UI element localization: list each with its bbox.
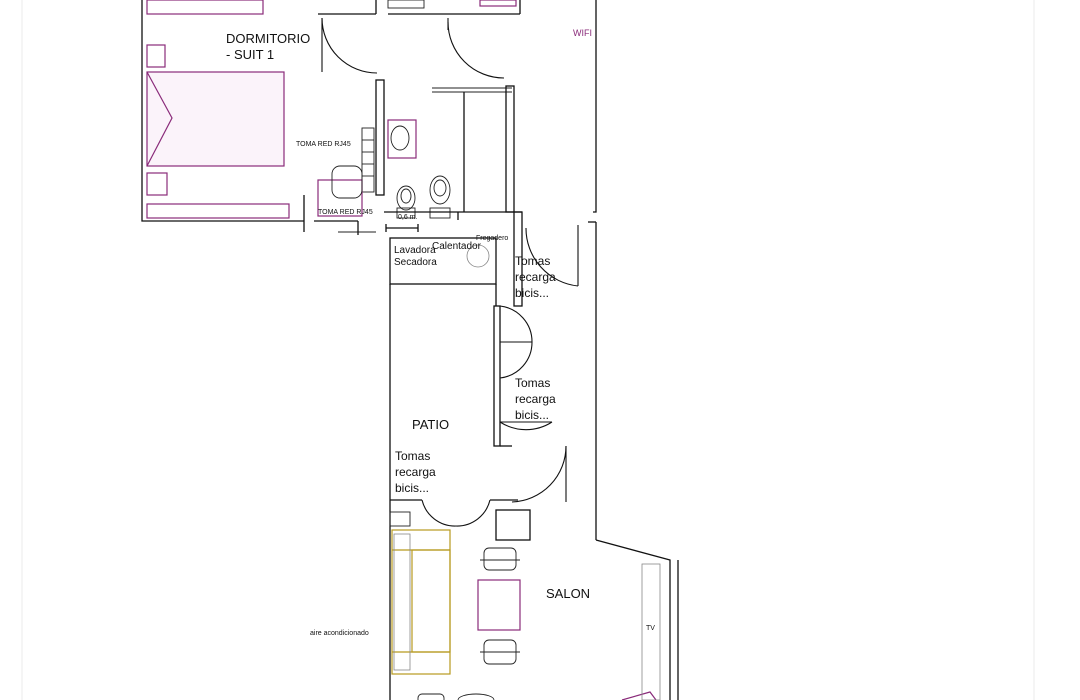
nightstand-top: [146, 44, 166, 68]
top-fixture-b: [479, 0, 517, 7]
toilet-bowl-1: [396, 185, 416, 211]
corridor: WIFI: [525, 0, 679, 700]
bath-door-arc: [447, 21, 505, 79]
bathroom: TOMA RED RJ45 0,6 m.: [317, 0, 522, 221]
bathroom-shelf: [361, 127, 375, 193]
toilet-seat-1: [400, 188, 412, 204]
laundry-wall-east: [513, 211, 523, 307]
tomas-top-label-3: bicis...: [515, 286, 549, 300]
patio: PATIO Tomas recarga bicis... Tomas recar…: [389, 254, 567, 700]
toilet-tank-1: [396, 207, 416, 219]
dormitorio-label-2: - SUIT 1: [226, 47, 274, 62]
patio-door-arc-4: [421, 499, 457, 527]
dormitorio-label-1: DORMITORIO: [226, 31, 310, 46]
salon-item-b: [457, 693, 495, 700]
toilet-tank-2: [429, 207, 451, 219]
toilet-bowl-2: [429, 175, 451, 205]
patio-door-arc-3: [499, 421, 553, 431]
sofa-back: [393, 533, 411, 671]
dining-table: [477, 579, 521, 631]
corridor-door-arc: [525, 227, 579, 287]
toilet-seat-2: [433, 179, 447, 197]
tv-label: TV: [646, 625, 655, 632]
bedroom: DORMITORIO - SUIT 1 TOMA RED RJ45: [141, 0, 378, 235]
patio-door-arc-5: [455, 499, 491, 527]
tomas-top-label-1: Tomas: [515, 254, 550, 268]
desk-area: [317, 179, 363, 217]
tomas-patio-label-3: bicis...: [395, 481, 429, 495]
bedroom-door-arc: [321, 17, 378, 74]
water-heater: [466, 244, 490, 268]
salon: SALON aire acondicionado TV: [310, 529, 661, 700]
laundry-counter: [389, 237, 497, 285]
salon-door-arc: [511, 445, 567, 503]
patio-door-arc-2: [499, 341, 533, 379]
patio-label: PATIO: [412, 417, 449, 432]
bed-pillow-line: [146, 71, 173, 167]
salon-column: [495, 509, 531, 541]
bedroom-bench: [146, 203, 290, 219]
tomas-mid-label-2: recarga: [515, 392, 556, 406]
salon-wall-east: [595, 539, 671, 700]
toma-red-label-2: TOMA RED RJ45: [318, 209, 373, 216]
tomas-top-label-2: recarga: [515, 270, 556, 284]
wifi-label: WIFI: [573, 28, 592, 38]
salon-entrance-mark: [621, 691, 657, 700]
dimension-label: 0,6 m.: [398, 214, 418, 221]
tomas-patio-label-2: recarga: [395, 465, 436, 479]
top-fixture-a: [387, 0, 425, 9]
calentador-label: Calentador: [432, 241, 482, 252]
salon-label: SALON: [546, 586, 590, 601]
bathroom-wall-west: [375, 79, 385, 196]
secadora-label: Secadora: [394, 257, 437, 268]
patio-pillar-east: [493, 305, 501, 447]
patio-small-box: [389, 511, 411, 527]
sofa-seat: [411, 549, 451, 653]
sink-cabinet: [387, 119, 417, 159]
patio-door-arc-1: [499, 305, 533, 343]
laundry: Lavadora Secadora Calentador Fregadero: [385, 211, 523, 307]
tomas-mid-label-3: bicis...: [515, 408, 549, 422]
shower-wall-east: [505, 85, 515, 213]
corridor-wall-east-top: [593, 0, 597, 213]
double-bed: [146, 71, 285, 167]
tomas-mid-label-1: Tomas: [515, 376, 550, 390]
tv-unit: [641, 563, 661, 700]
salon-item-a: [417, 693, 445, 700]
tomas-patio-label-1: Tomas: [395, 449, 430, 463]
toma-red-label-1: TOMA RED RJ45: [296, 141, 351, 148]
nightstand-bottom: [146, 172, 168, 196]
chair-top: [483, 547, 517, 571]
aire-label: aire acondicionado: [310, 630, 369, 637]
lavadora-label: Lavadora: [394, 245, 436, 256]
fregadero-label: Fregadero: [476, 235, 508, 242]
bedroom-wall-west: [141, 0, 304, 222]
armchair: [331, 165, 363, 199]
sink-basin: [390, 125, 410, 151]
wardrobe: [146, 0, 264, 15]
